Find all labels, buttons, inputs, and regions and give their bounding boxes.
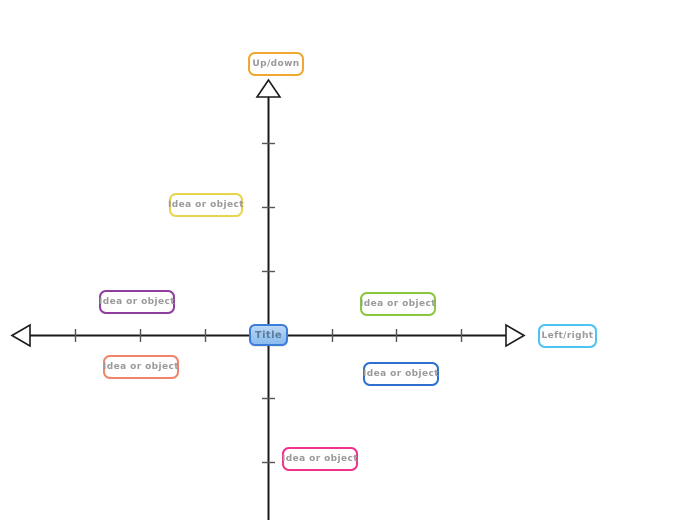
center-title-node[interactable]: Title bbox=[249, 324, 288, 346]
idea-node-blue[interactable]: Idea or object bbox=[363, 362, 439, 386]
idea-node-coral-label: Idea or object bbox=[103, 362, 179, 372]
idea-node-purple[interactable]: Idea or object bbox=[99, 290, 175, 314]
axis-label-up-down-text: Up/down bbox=[252, 59, 300, 69]
right-arrowhead-icon bbox=[505, 323, 526, 348]
idea-node-coral[interactable]: Idea or object bbox=[103, 355, 179, 379]
axis-label-up-down[interactable]: Up/down bbox=[248, 52, 304, 76]
idea-node-yellow[interactable]: Idea or object bbox=[168, 193, 244, 217]
axis-label-left-right[interactable]: Left/right bbox=[538, 324, 597, 348]
left-arrowhead-icon bbox=[10, 323, 31, 348]
idea-node-pink[interactable]: Idea or object bbox=[282, 447, 358, 471]
idea-node-green[interactable]: Idea or object bbox=[360, 292, 436, 316]
up-arrowhead-icon bbox=[255, 78, 282, 98]
idea-node-purple-label: Idea or object bbox=[99, 297, 175, 307]
idea-node-blue-label: Idea or object bbox=[363, 369, 439, 379]
idea-node-green-label: Idea or object bbox=[360, 299, 436, 309]
center-title-label: Title bbox=[254, 329, 283, 341]
idea-node-pink-label: Idea or object bbox=[282, 454, 358, 464]
axis-label-left-right-text: Left/right bbox=[541, 331, 594, 341]
idea-node-yellow-label: Idea or object bbox=[168, 200, 244, 210]
